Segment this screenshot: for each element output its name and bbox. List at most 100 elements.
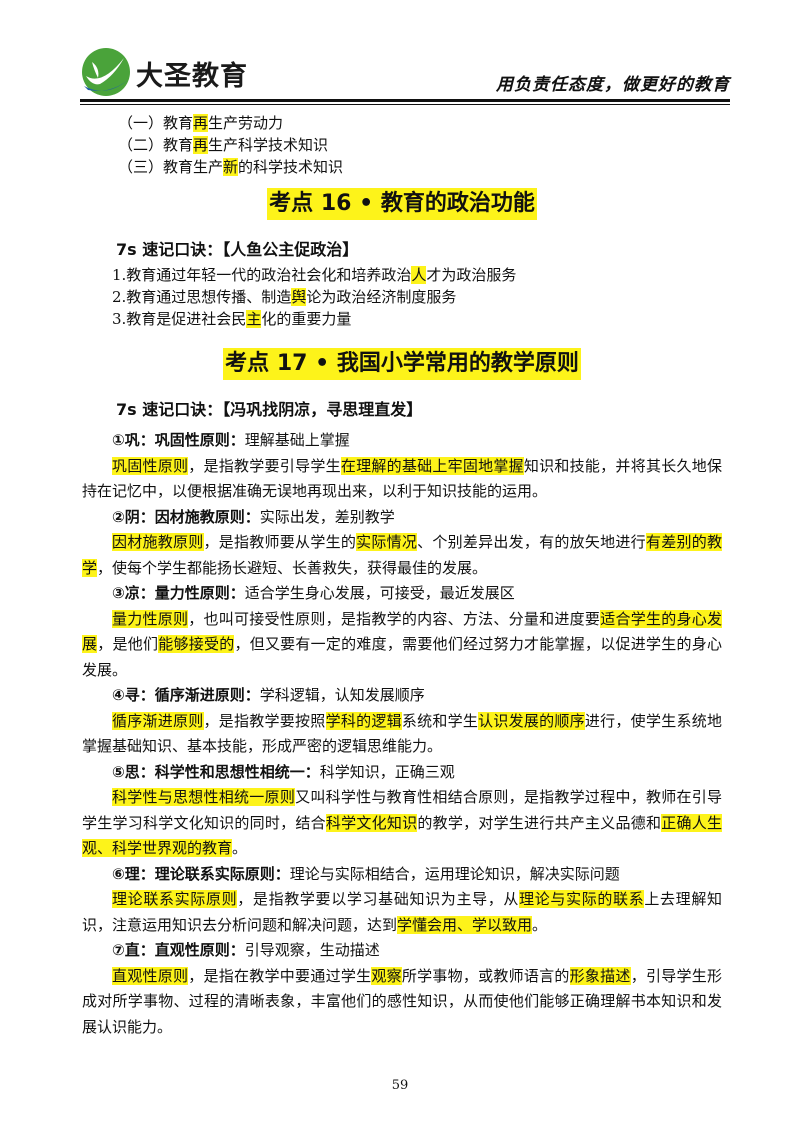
function-item: 2.教育通过思想传播、制造舆论为政治经济制度服务 xyxy=(82,286,722,308)
principle-description: 巩固性原则，是指教学要引导学生在理解的基础上牢固地掌握知识和技能，并将其长久地保… xyxy=(82,454,722,505)
principle-title: ⑦直：直观性原则：引导观察，生动描述 xyxy=(82,938,722,964)
highlighted-keyword: 人 xyxy=(411,266,427,284)
principle-summary: 理解基础上掌握 xyxy=(244,431,350,449)
highlighted-keyword: 科学性与思想性相统一原则 xyxy=(112,788,296,806)
highlighted-keyword: 理论联系实际原则 xyxy=(112,890,238,908)
highlighted-keyword: 主 xyxy=(246,310,262,328)
item-text: 生产劳动力 xyxy=(208,114,284,132)
principle-name: ⑦直：直观性原则： xyxy=(112,941,245,959)
highlighted-keyword: 量力性原则 xyxy=(112,609,189,628)
principle-title: ⑤思：科学性和思想性相统一：科学知识，正确三观 xyxy=(82,760,722,786)
item-text: （二）教育 xyxy=(118,136,194,154)
highlighted-keyword: 实际情况 xyxy=(356,533,418,551)
intro-item: （二）教育再生产科学技术知识 xyxy=(82,134,722,156)
body-text: 所学事物，或教师语言的 xyxy=(401,966,570,985)
section-16-heading: 考点 16 • 教育的政治功能 xyxy=(82,178,722,232)
highlighted-keyword: 再 xyxy=(193,114,209,132)
highlighted-keyword: 学懂会用、学以致用 xyxy=(397,915,533,934)
intro-list: （一）教育再生产劳动力（二）教育再生产科学技术知识（三）教育生产新的科学技术知识 xyxy=(82,112,722,178)
principle-title: ①巩：巩固性原则：理解基础上掌握 xyxy=(82,428,722,454)
principle-summary: 科学知识，正确三观 xyxy=(319,762,455,781)
principle-description: 循序渐进原则，是指教学要按照学科的逻辑系统和学生认识发展的顺序进行，使学生系统地… xyxy=(82,709,722,760)
highlighted-keyword: 能够接受的 xyxy=(158,635,235,653)
principle-name: ④寻：循序渐进原则： xyxy=(112,686,260,704)
highlighted-keyword: 认识发展的顺序 xyxy=(478,711,585,730)
principles-list: ①巩：巩固性原则：理解基础上掌握巩固性原则，是指教学要引导学生在理解的基础上牢固… xyxy=(82,428,722,1040)
section-17-mnemonic: 7s 速记口诀：【冯巩找阴凉，寻思理直发】 xyxy=(116,400,423,419)
principle-description: 直观性原则，是指在教学中要通过学生观察所学事物，或教师语言的形象描述，引导学生形… xyxy=(82,964,722,1041)
highlighted-keyword: 形象描述 xyxy=(569,966,631,985)
section-16-mnemonic: 7s 速记口诀：【人鱼公主促政治】 xyxy=(116,240,359,259)
principle-name: ⑥理：理论联系实际原则： xyxy=(112,864,290,883)
principle-name: ②阴：因材施教原则： xyxy=(112,507,260,526)
item-text: 的科学技术知识 xyxy=(238,158,344,176)
body-text: 知识和技能，并将其长久地保持在记忆中，以便根据准确无误地再现出来，以利于知识技能… xyxy=(82,456,722,501)
principle-name: ⑤思：科学性和思想性相统一： xyxy=(112,762,320,781)
principle-name: ①巩：巩固性原则： xyxy=(112,431,245,449)
function-item: 1.教育通过年轻一代的政治社会化和培养政治人才为政治服务 xyxy=(82,264,722,286)
principle-title: ②阴：因材施教原则：实际出发，差别教学 xyxy=(82,505,722,531)
highlighted-keyword: 直观性原则 xyxy=(112,966,189,985)
highlighted-keyword: 学科的逻辑 xyxy=(325,711,402,730)
item-text: 2.教育通过思想传播、制造 xyxy=(112,288,292,306)
body-text: ，使每个学生都能扬长避短、长善救失，获得最佳的发展。 xyxy=(97,558,488,577)
principle-description: 科学性与思想性相统一原则又叫科学性与教育性相结合原则，是指教学过程中，教师在引导… xyxy=(82,785,722,862)
body-text: ，是指在教学中要通过学生 xyxy=(188,966,372,985)
highlighted-keyword: 巩固性原则 xyxy=(112,456,189,475)
body-text: ，是他们 xyxy=(97,635,159,653)
body-text: ，是指教师要从学生的 xyxy=(203,533,357,551)
principle-summary: 实际出发，差别教学 xyxy=(259,507,395,526)
body-text: 。 xyxy=(232,839,248,857)
function-item: 3.教育是促进社会民主化的重要力量 xyxy=(82,308,722,330)
principle-summary: 引导观察，生动描述 xyxy=(244,941,380,959)
body-text: ，引导学生形成对所学事物、过程的清晰表象，丰富他们的感性知识，从而使他们能够正确… xyxy=(82,966,722,1036)
body-text: 上去理解知识，注意运用知识去分析问题和解决问题，达到 xyxy=(82,890,722,934)
body-text: ，是指教学要以学习基础知识为主导，从 xyxy=(237,890,520,908)
principle-title: ④寻：循序渐进原则：学科逻辑，认知发展顺序 xyxy=(82,683,722,709)
intro-item: （三）教育生产新的科学技术知识 xyxy=(82,156,722,178)
body-text: 。 xyxy=(532,915,548,934)
principle-title: ⑥理：理论联系实际原则：理论与实际相结合，运用理论知识，解决实际问题 xyxy=(82,862,722,888)
principle-description: 理论联系实际原则，是指教学要以学习基础知识为主导，从理论与实际的联系上去理解知识… xyxy=(82,887,722,938)
highlighted-keyword: 舆 xyxy=(291,288,307,306)
logo-icon xyxy=(82,48,130,96)
highlighted-keyword: 理论与实际的联系 xyxy=(519,890,645,908)
header-rule-thin xyxy=(80,104,730,105)
brand-name: 大圣教育 xyxy=(136,61,248,92)
item-text: （一）教育 xyxy=(118,114,194,132)
page-header: 大圣教育 用负责任态度，做更好的教育 xyxy=(80,38,730,100)
highlighted-keyword: 科学文化知识 xyxy=(325,813,418,832)
highlighted-keyword: 再 xyxy=(193,136,209,154)
item-text: 3.教育是促进社会民 xyxy=(112,310,247,328)
principle-name: ③凉：量力性原则： xyxy=(112,584,245,602)
highlighted-keyword: 新 xyxy=(223,158,239,176)
highlighted-keyword: 观察 xyxy=(371,966,402,985)
principle-title: ③凉：量力性原则：适合学生身心发展，可接受，最近发展区 xyxy=(82,581,722,607)
body-text: 的教学，对学生进行共产主义品德和 xyxy=(417,813,662,832)
body-text: ，是指教学要引导学生 xyxy=(188,456,341,475)
page-number: 59 xyxy=(391,1078,409,1093)
body-text: 系统和学生 xyxy=(401,711,479,730)
body-text: 又叫科学性与教育性相结合原则，是指教学过程中，教师在引导学生学习科学文化知识的同… xyxy=(82,788,722,832)
item-text: 论为政治经济制度服务 xyxy=(306,288,457,306)
body-text: 、个别差异出发，有的放矢地进行 xyxy=(417,533,646,551)
body-text: ，也叫可接受性原则，是指教学的内容、方法、分量和进度要 xyxy=(188,609,601,628)
principle-summary: 学科逻辑，认知发展顺序 xyxy=(259,686,425,704)
header-slogan: 用负责任态度，做更好的教育 xyxy=(496,75,730,95)
page-content: （一）教育再生产劳动力（二）教育再生产科学技术知识（三）教育生产新的科学技术知识… xyxy=(82,112,722,1040)
section-16-title: 考点 16 • 教育的政治功能 xyxy=(267,188,537,220)
highlighted-keyword: 因材施教原则 xyxy=(112,533,204,551)
body-text: ，是指教学要按照 xyxy=(203,711,326,730)
header-rule-thick xyxy=(80,99,730,102)
item-text: 化的重要力量 xyxy=(261,310,352,328)
item-text: 才为政治服务 xyxy=(426,266,517,284)
body-text: 进行，使学生系统地掌握基础知识、基本技能，形成严密的逻辑思维能力。 xyxy=(82,711,722,756)
item-text: （三）教育生产 xyxy=(118,158,224,176)
section-17-title: 考点 17 • 我国小学常用的教学原则 xyxy=(223,348,581,380)
intro-item: （一）教育再生产劳动力 xyxy=(82,112,722,134)
section-17-heading: 考点 17 • 我国小学常用的教学原则 xyxy=(82,338,722,392)
item-text: 生产科学技术知识 xyxy=(208,136,329,154)
item-text: 1.教育通过年轻一代的政治社会化和培养政治 xyxy=(112,266,412,284)
